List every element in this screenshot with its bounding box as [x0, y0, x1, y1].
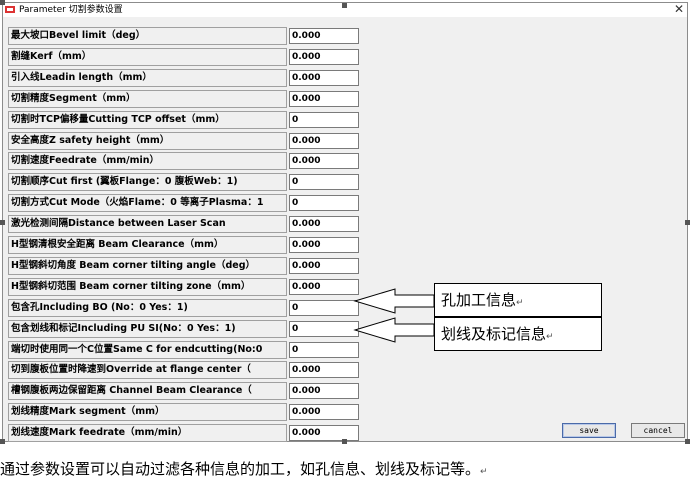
param-label: 划线速度Mark feedrate（mm/min）	[8, 424, 287, 442]
param-label: 引入线Leadin length（mm）	[8, 69, 287, 87]
param-value-input[interactable]: 0.000	[289, 258, 359, 274]
resize-handle[interactable]	[342, 3, 347, 8]
param-label: 切割时TCP偏移量Cutting TCP offset（mm）	[8, 111, 287, 129]
param-label: H型钢清根安全距离 Beam Clearance（mm）	[8, 236, 287, 254]
callout-hole-info: 孔加工信息↵	[434, 283, 602, 317]
parameter-dialog: Parameter 切割参数设置 ✕ 最大坡口Bevel limit（deg）0…	[2, 2, 688, 442]
param-label: 最大坡口Bevel limit（deg）	[8, 27, 287, 45]
param-value-input[interactable]: 0.000	[289, 49, 359, 65]
param-value-input[interactable]: 0.000	[289, 237, 359, 253]
param-value-input[interactable]: 0.000	[289, 153, 359, 169]
param-value-input[interactable]: 0	[289, 174, 359, 190]
title-bar: Parameter 切割参数设置 ✕	[3, 2, 687, 17]
window-title: Parameter 切割参数设置	[19, 5, 123, 15]
param-value-input[interactable]: 0.000	[289, 91, 359, 107]
param-value-input[interactable]: 0.000	[289, 383, 359, 399]
paragraph-mark-icon: ↵	[546, 332, 554, 342]
param-label: 切到腹板位置时降速到Override at flange center（	[8, 361, 287, 379]
close-icon[interactable]: ✕	[673, 2, 684, 16]
arrow-hole	[353, 288, 435, 314]
callout-marking-text: 划线及标记信息	[441, 325, 547, 343]
caption-sentence: 通过参数设置可以自动过滤各种信息的加工，如孔信息、划线及标记等。	[0, 460, 481, 478]
param-label: 包含划线和标记Including PU SI(No：0 Yes：1)	[8, 320, 287, 338]
param-value-input[interactable]: 0	[289, 195, 359, 211]
cancel-button[interactable]: cancel	[631, 423, 685, 438]
param-value-input[interactable]: 0.000	[289, 362, 359, 378]
param-value-input[interactable]: 0	[289, 300, 359, 316]
param-label: 切割方式Cut Mode（火焰Flame：0 等离子Plasma：1	[8, 194, 287, 212]
arrow-marking	[353, 317, 435, 343]
param-value-input[interactable]: 0.000	[289, 279, 359, 295]
param-label: 划线精度Mark segment（mm）	[8, 403, 287, 421]
param-value-input[interactable]: 0	[289, 112, 359, 128]
param-label: 切割速度Feedrate（mm/min）	[8, 152, 287, 170]
param-label: 槽钢腹板两边保留距离 Channel Beam Clearance（	[8, 382, 287, 400]
param-value-input[interactable]: 0.000	[289, 425, 359, 441]
paragraph-mark-icon: ↵	[480, 467, 488, 477]
callout-hole-text: 孔加工信息	[441, 291, 517, 309]
app-icon	[5, 6, 15, 13]
param-label: 割缝Kerf（mm）	[8, 48, 287, 66]
param-value-input[interactable]: 0.000	[289, 70, 359, 86]
resize-handle[interactable]	[685, 220, 690, 225]
callout-marking-info: 划线及标记信息↵	[434, 317, 602, 351]
param-label: H型钢斜切角度 Beam corner tilting angle（deg）	[8, 257, 287, 275]
param-value-input[interactable]: 0.000	[289, 404, 359, 420]
paragraph-mark-icon: ↵	[516, 298, 524, 308]
save-button[interactable]: save	[562, 423, 616, 438]
resize-handle[interactable]	[0, 220, 5, 225]
param-value-input[interactable]: 0.000	[289, 133, 359, 149]
param-label: 包含孔Including BO (No：0 Yes：1)	[8, 299, 287, 317]
param-value-input[interactable]: 0.000	[289, 28, 359, 44]
resize-handle[interactable]	[342, 439, 347, 444]
param-label: 安全高度Z safety height（mm）	[8, 132, 287, 150]
resize-handle[interactable]	[685, 439, 690, 444]
param-value-input[interactable]: 0	[289, 342, 359, 358]
param-label: H型钢斜切范围 Beam corner tilting zone（mm）	[8, 278, 287, 296]
param-value-input[interactable]: 0.000	[289, 216, 359, 232]
resize-handle[interactable]	[0, 439, 5, 444]
param-label: 切割精度Segment（mm）	[8, 90, 287, 108]
param-label: 激光检测间隔Distance between Laser Scan	[8, 215, 287, 233]
resize-handle[interactable]	[0, 0, 5, 5]
param-label: 切割顺序Cut first (翼板Flange：0 腹板Web：1)	[8, 173, 287, 191]
param-label: 端切时使用同一个C位置Same C for endcutting(No:0	[8, 341, 287, 359]
caption-text: 通过参数设置可以自动过滤各种信息的加工，如孔信息、划线及标记等。↵	[0, 458, 488, 479]
